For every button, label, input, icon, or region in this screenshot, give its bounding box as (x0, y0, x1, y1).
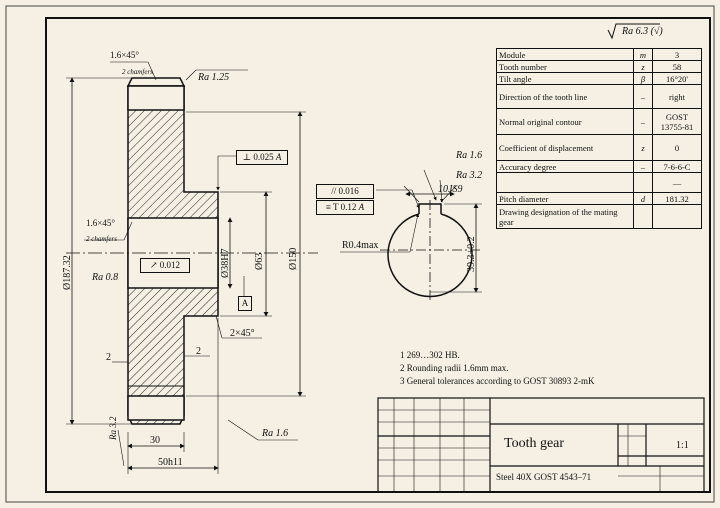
gear-section (126, 77, 219, 425)
roughness-key-side: Ra 3.2 (456, 170, 483, 181)
dim-hub-width: 50h11 (158, 457, 183, 468)
perpendicularity-frame: ⊥ 0.025 A (236, 150, 288, 165)
parallel-frame: // 0.016 (316, 184, 374, 199)
part-name: Tooth gear (504, 436, 565, 451)
note-2: 2 Rounding radii 1.6mm max. (400, 363, 509, 373)
outer-frame (5, 5, 715, 503)
dim-left-chamfer: 1.6×45° (86, 218, 115, 228)
dim-keyway-depth: 39.3+0.2 (466, 236, 477, 272)
dim-fillet-left: 2 (106, 352, 111, 363)
param-row: — (496, 172, 702, 193)
dim-key-radius: R0.4max (342, 240, 379, 251)
dim-bore-dia: Ø38H7 (220, 248, 231, 278)
dim-fillet-right: 2 (196, 346, 201, 357)
param-row: Normal original contour–GOST 13755-81 (496, 108, 702, 135)
dim-top-chamfer-note: 2 chamfers (122, 68, 153, 76)
roughness-key-top: Ra 1.6 (456, 150, 483, 161)
dim-hub-dia: Ø63 (254, 252, 265, 270)
roughness-left-bottom: Ra 3.2 (108, 416, 118, 441)
dim-rim-width: 30 (150, 435, 160, 446)
roughness-symbol-icon (607, 23, 660, 40)
dim-keyway-width: 10JS9 (438, 184, 463, 195)
runout-frame: ↗ 0.012 (140, 258, 190, 273)
param-row: Drawing designation of the mating gear (496, 204, 702, 229)
dim-outer-dia: Ø187.32 (62, 255, 73, 290)
scale: 1:1 (676, 440, 689, 451)
dim-left-chamfer-note: 2 chamfers (86, 235, 117, 243)
dim-hub-chamfer: 2×45° (230, 328, 255, 339)
roughness-bottom: Ra 1.6 (262, 428, 289, 439)
roughness-top: Ra 1.25 (198, 72, 230, 83)
roughness-bore: Ra 0.8 (92, 272, 119, 283)
param-row: Direction of the tooth line–right (496, 84, 702, 109)
symmetry-frame: ≡ T 0.12 A (316, 200, 374, 215)
note-3: 3 General tolerances according to GOST 3… (400, 376, 595, 386)
param-row: Accuracy degree–7-6-6-C (496, 160, 702, 173)
dim-top-chamfer: 1.6×45° (110, 50, 139, 60)
material: Steel 40X GOST 4543–71 (496, 472, 592, 482)
note-1: 1 269…302 HB. (400, 350, 460, 360)
title-block-grid (377, 397, 705, 493)
datum-a-box: A (238, 296, 252, 311)
dim-root-dia: Ø150 (288, 247, 299, 270)
general-roughness: Ra 6.3 (√) (622, 26, 663, 37)
